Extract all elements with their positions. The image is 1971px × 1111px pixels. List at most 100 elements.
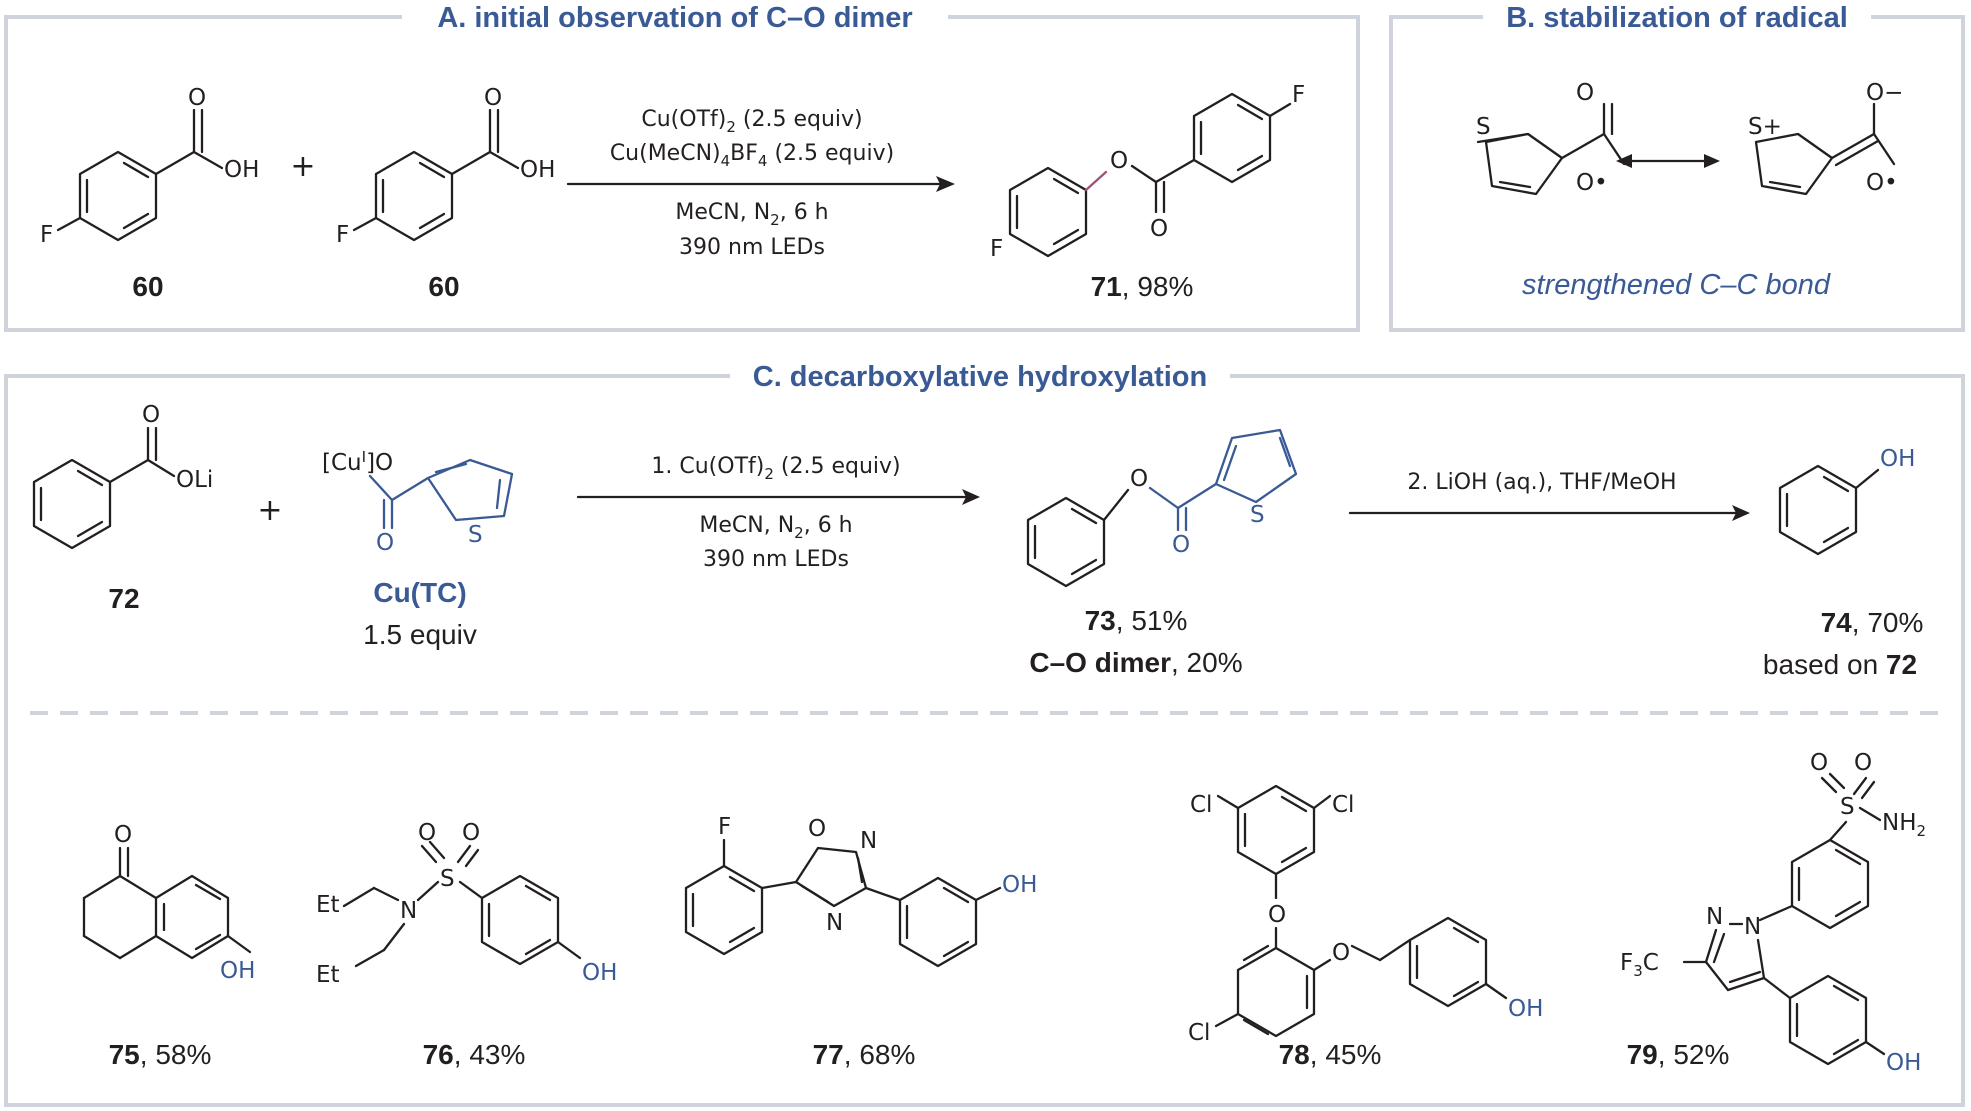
svg-text:S: S bbox=[440, 866, 455, 892]
panel-b-title: B. stabilization of radical bbox=[1506, 2, 1848, 34]
svg-text:OH: OH bbox=[582, 960, 617, 986]
molecule-76: Et N Et S O O OH bbox=[316, 820, 617, 988]
svg-text:O: O bbox=[418, 820, 436, 846]
svg-text:O: O bbox=[462, 820, 480, 846]
plus-sign-c: + bbox=[257, 493, 282, 528]
molecule-72: O OLi bbox=[32, 402, 213, 550]
condition-c-3: 390 nm LEDs bbox=[703, 547, 849, 572]
molecule-73: O O S bbox=[1026, 428, 1298, 588]
svg-text:F: F bbox=[990, 236, 1003, 262]
svg-text:O: O bbox=[376, 530, 394, 556]
molecule-60-second: O OH F bbox=[336, 85, 555, 248]
svg-text:O: O bbox=[1130, 466, 1148, 492]
svg-text:Cl: Cl bbox=[1190, 792, 1212, 818]
svg-text:Cl: Cl bbox=[1332, 792, 1354, 818]
label-75: 75, 58% bbox=[109, 1039, 212, 1070]
svg-text:OH: OH bbox=[224, 157, 259, 183]
svg-text:F: F bbox=[40, 222, 53, 248]
svg-text:O•: O• bbox=[1576, 170, 1608, 196]
label-cu-tc-equiv: 1.5 equiv bbox=[363, 619, 477, 650]
molecule-71: O O F F bbox=[990, 82, 1305, 262]
svg-text:S: S bbox=[1476, 114, 1491, 140]
label-78: 78, 45% bbox=[1279, 1039, 1382, 1070]
svg-text:[CuI]O: [CuI]O bbox=[322, 448, 393, 476]
molecule-74: OH bbox=[1778, 446, 1915, 556]
svg-text:O: O bbox=[1150, 216, 1168, 242]
condition-c-1: 1. Cu(OTf)2 (2.5 equiv) bbox=[651, 454, 900, 483]
svg-text:OH: OH bbox=[1002, 872, 1037, 898]
svg-text:O: O bbox=[808, 816, 826, 842]
radical-caption: strengthened C–C bond bbox=[1522, 269, 1831, 301]
molecule-79: O O S NH2 N N F3C OH bbox=[1620, 750, 1926, 1076]
svg-text:O: O bbox=[484, 85, 502, 111]
panel-a-title: A. initial observation of C–O dimer bbox=[437, 2, 912, 34]
molecule-60-first: O OH F bbox=[40, 85, 259, 248]
svg-text:O: O bbox=[1268, 902, 1286, 928]
svg-text:OH: OH bbox=[1886, 1050, 1921, 1076]
label-77: 77, 68% bbox=[813, 1039, 916, 1070]
svg-text:O: O bbox=[1576, 80, 1594, 106]
label-72: 72 bbox=[108, 583, 139, 614]
panel-c-title-bg bbox=[730, 358, 1230, 394]
svg-text:N: N bbox=[1744, 914, 1761, 940]
molecule-78: Cl Cl O Cl O OH bbox=[1188, 784, 1543, 1046]
label-60-second: 60 bbox=[428, 271, 459, 302]
condition-a-3: MeCN, N2, 6 h bbox=[675, 200, 828, 229]
svg-text:OLi: OLi bbox=[176, 467, 213, 493]
svg-text:NH2: NH2 bbox=[1882, 810, 1926, 840]
reaction-arrow-step1 bbox=[576, 489, 980, 505]
svg-text:O: O bbox=[1110, 148, 1128, 174]
label-74: 74, 70% bbox=[1821, 607, 1924, 638]
svg-text:S: S bbox=[1840, 794, 1855, 820]
svg-text:S: S bbox=[468, 522, 483, 548]
panel-c-title: C. decarboxylative hydroxylation bbox=[753, 361, 1207, 393]
molecule-cu-tc: [CuI]O O S bbox=[322, 448, 514, 556]
molecule-75: O OH bbox=[82, 822, 255, 984]
svg-text:O: O bbox=[188, 85, 206, 111]
svg-text:N: N bbox=[400, 898, 417, 924]
svg-text:O−: O− bbox=[1866, 80, 1903, 106]
panel-b-title-bg bbox=[1483, 0, 1871, 36]
svg-text:Cl: Cl bbox=[1188, 1020, 1210, 1046]
svg-text:F: F bbox=[336, 222, 349, 248]
condition-a-1: Cu(OTf)2 (2.5 equiv) bbox=[641, 107, 862, 136]
svg-text:OH: OH bbox=[1508, 996, 1543, 1022]
svg-text:F3C: F3C bbox=[1620, 950, 1659, 980]
resonance-form-2: S+ O− O• bbox=[1748, 80, 1903, 196]
svg-text:OH: OH bbox=[520, 157, 555, 183]
svg-text:O: O bbox=[1810, 750, 1828, 776]
label-dimer: C–O dimer, 20% bbox=[1029, 647, 1242, 678]
svg-text:N: N bbox=[860, 828, 877, 854]
resonance-arrow bbox=[1616, 154, 1720, 168]
svg-text:F: F bbox=[1292, 82, 1305, 108]
label-71: 71, 98% bbox=[1091, 271, 1194, 302]
resonance-form-1: S O O• bbox=[1476, 80, 1626, 196]
svg-text:OH: OH bbox=[1880, 446, 1915, 472]
condition-c-2: MeCN, N2, 6 h bbox=[699, 513, 852, 542]
svg-text:O: O bbox=[1172, 532, 1190, 558]
svg-text:O: O bbox=[1854, 750, 1872, 776]
label-cu-tc: Cu(TC) bbox=[373, 577, 466, 608]
svg-text:Et: Et bbox=[316, 892, 340, 918]
svg-text:S: S bbox=[1250, 502, 1265, 528]
svg-text:OH: OH bbox=[220, 958, 255, 984]
label-based-on: based on 72 bbox=[1763, 649, 1917, 680]
plus-sign-a: + bbox=[290, 149, 315, 184]
label-79: 79, 52% bbox=[1627, 1039, 1730, 1070]
label-60-first: 60 bbox=[132, 271, 163, 302]
svg-text:O•: O• bbox=[1866, 170, 1898, 196]
svg-text:S+: S+ bbox=[1748, 114, 1782, 140]
label-73: 73, 51% bbox=[1085, 605, 1188, 636]
condition-a-4: 390 nm LEDs bbox=[679, 235, 825, 260]
reaction-arrow-step2 bbox=[1348, 505, 1750, 521]
svg-text:O: O bbox=[114, 822, 132, 848]
svg-text:O: O bbox=[142, 402, 160, 428]
label-76: 76, 43% bbox=[423, 1039, 526, 1070]
svg-text:N: N bbox=[1706, 904, 1723, 930]
condition-c-4: 2. LiOH (aq.), THF/MeOH bbox=[1407, 470, 1676, 495]
reaction-arrow-a bbox=[566, 176, 955, 192]
svg-text:F: F bbox=[718, 814, 731, 840]
svg-text:O: O bbox=[1332, 940, 1350, 966]
panel-a-title-bg bbox=[402, 0, 948, 36]
